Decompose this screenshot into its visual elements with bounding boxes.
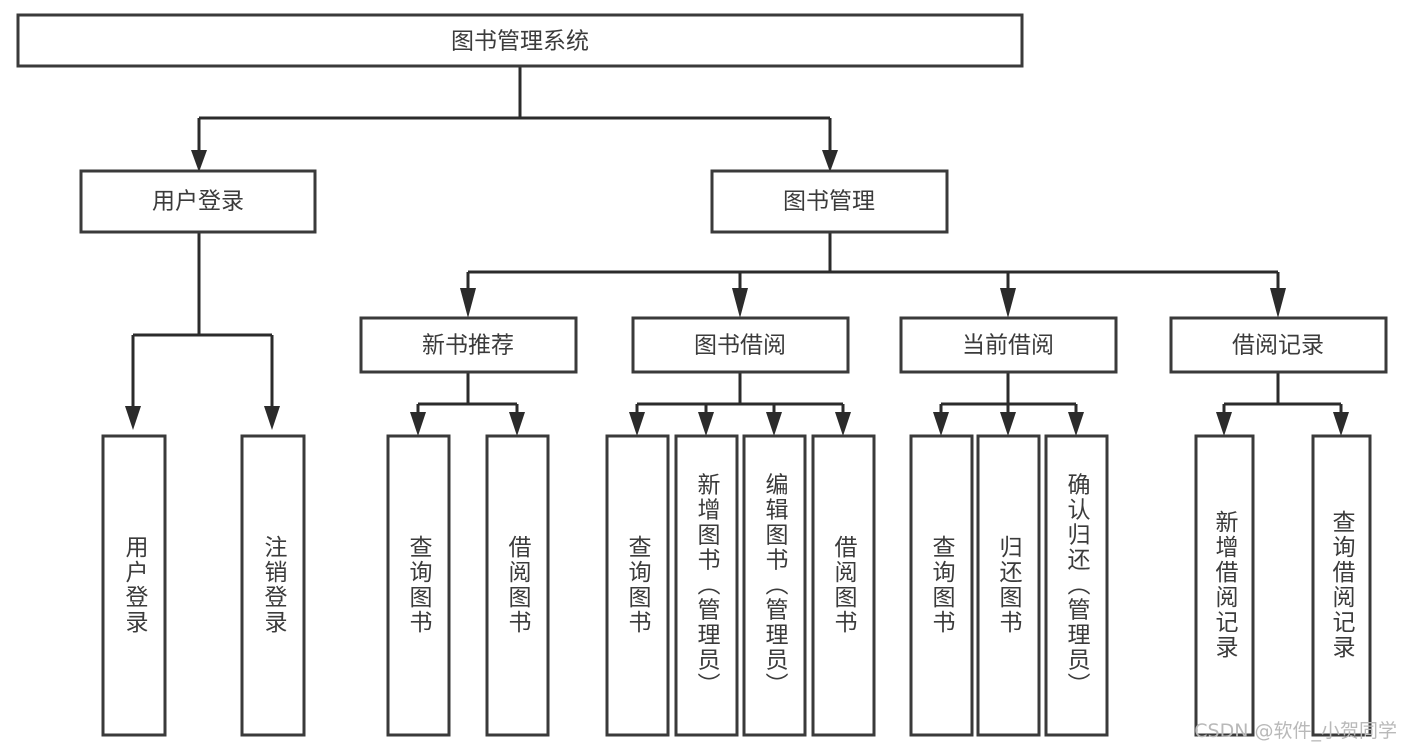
leaf-current-borrow-return-label: 归还图书: [995, 535, 1023, 635]
leaf-book-borrow-add-label: 新增图书（管理员）: [693, 473, 721, 698]
leaf-book-borrow-borrow[interactable]: 借阅图书: [811, 434, 876, 737]
node-user-login[interactable]: 用户登录: [79, 169, 317, 234]
node-book-management[interactable]: 图书管理: [710, 169, 949, 234]
leaf-book-borrow-add[interactable]: 新增图书（管理员）: [674, 434, 739, 737]
leaf-current-borrow-return[interactable]: 归还图书: [976, 434, 1041, 737]
node-current-borrow-label: 当前借阅: [962, 333, 1054, 359]
leaf-current-borrow-query-label: 查询图书: [928, 535, 956, 635]
connector-bookborrow-to-leaves: [629, 372, 851, 436]
leaf-book-borrow-edit-label: 编辑图书（管理员）: [761, 473, 789, 698]
connector-userlogin-to-leaves: [125, 232, 280, 430]
leaf-book-borrow-edit[interactable]: 编辑图书（管理员）: [742, 434, 807, 737]
node-new-book-recommend-label: 新书推荐: [422, 333, 514, 359]
leaf-user-login-logout[interactable]: 注销登录: [240, 434, 306, 737]
connector-currentborrow-to-leaves: [933, 372, 1084, 436]
node-root-label: 图书管理系统: [451, 29, 589, 55]
connector-bookmgmt-to-level3: [460, 232, 1286, 318]
leaf-borrow-record-query-label: 查询借阅记录: [1328, 510, 1356, 660]
connector-newbook-to-leaves: [410, 372, 525, 436]
node-book-borrow[interactable]: 图书借阅: [631, 316, 850, 374]
node-book-borrow-label: 图书借阅: [694, 333, 786, 359]
leaf-book-borrow-query-label: 查询图书: [624, 535, 652, 635]
leaf-new-book-borrow[interactable]: 借阅图书: [485, 434, 550, 737]
node-root-system[interactable]: 图书管理系统: [16, 13, 1024, 68]
connector-borrowrecord-to-leaves: [1216, 372, 1349, 436]
node-new-book-recommend[interactable]: 新书推荐: [359, 316, 578, 374]
node-book-management-label: 图书管理: [783, 189, 875, 215]
leaf-new-book-query[interactable]: 查询图书: [386, 434, 451, 737]
leaf-current-borrow-confirm[interactable]: 确认归还（管理员）: [1044, 434, 1109, 737]
leaf-borrow-record-query[interactable]: 查询借阅记录: [1311, 434, 1372, 737]
node-borrow-record-label: 借阅记录: [1232, 333, 1324, 359]
leaf-borrow-record-add[interactable]: 新增借阅记录: [1194, 434, 1255, 737]
leaf-borrow-record-add-label: 新增借阅记录: [1211, 510, 1239, 660]
leaf-book-borrow-borrow-label: 借阅图书: [830, 535, 858, 635]
leaf-new-book-borrow-label: 借阅图书: [504, 535, 532, 635]
leaf-user-login-login[interactable]: 用户登录: [101, 434, 167, 737]
leaf-book-borrow-query[interactable]: 查询图书: [605, 434, 670, 737]
leaf-user-login-logout-label: 注销登录: [260, 535, 288, 635]
connector-root-to-level2: [191, 66, 838, 172]
node-borrow-record[interactable]: 借阅记录: [1169, 316, 1388, 374]
leaf-current-borrow-confirm-label: 确认归还（管理员）: [1063, 473, 1091, 698]
node-current-borrow[interactable]: 当前借阅: [899, 316, 1118, 374]
node-user-login-label: 用户登录: [152, 189, 244, 215]
leaf-user-login-login-label: 用户登录: [121, 535, 149, 635]
leaf-current-borrow-query[interactable]: 查询图书: [909, 434, 974, 737]
csdn-watermark: CSDN @软件_小贺同学: [1194, 720, 1397, 742]
leaf-new-book-query-label: 查询图书: [405, 535, 433, 635]
